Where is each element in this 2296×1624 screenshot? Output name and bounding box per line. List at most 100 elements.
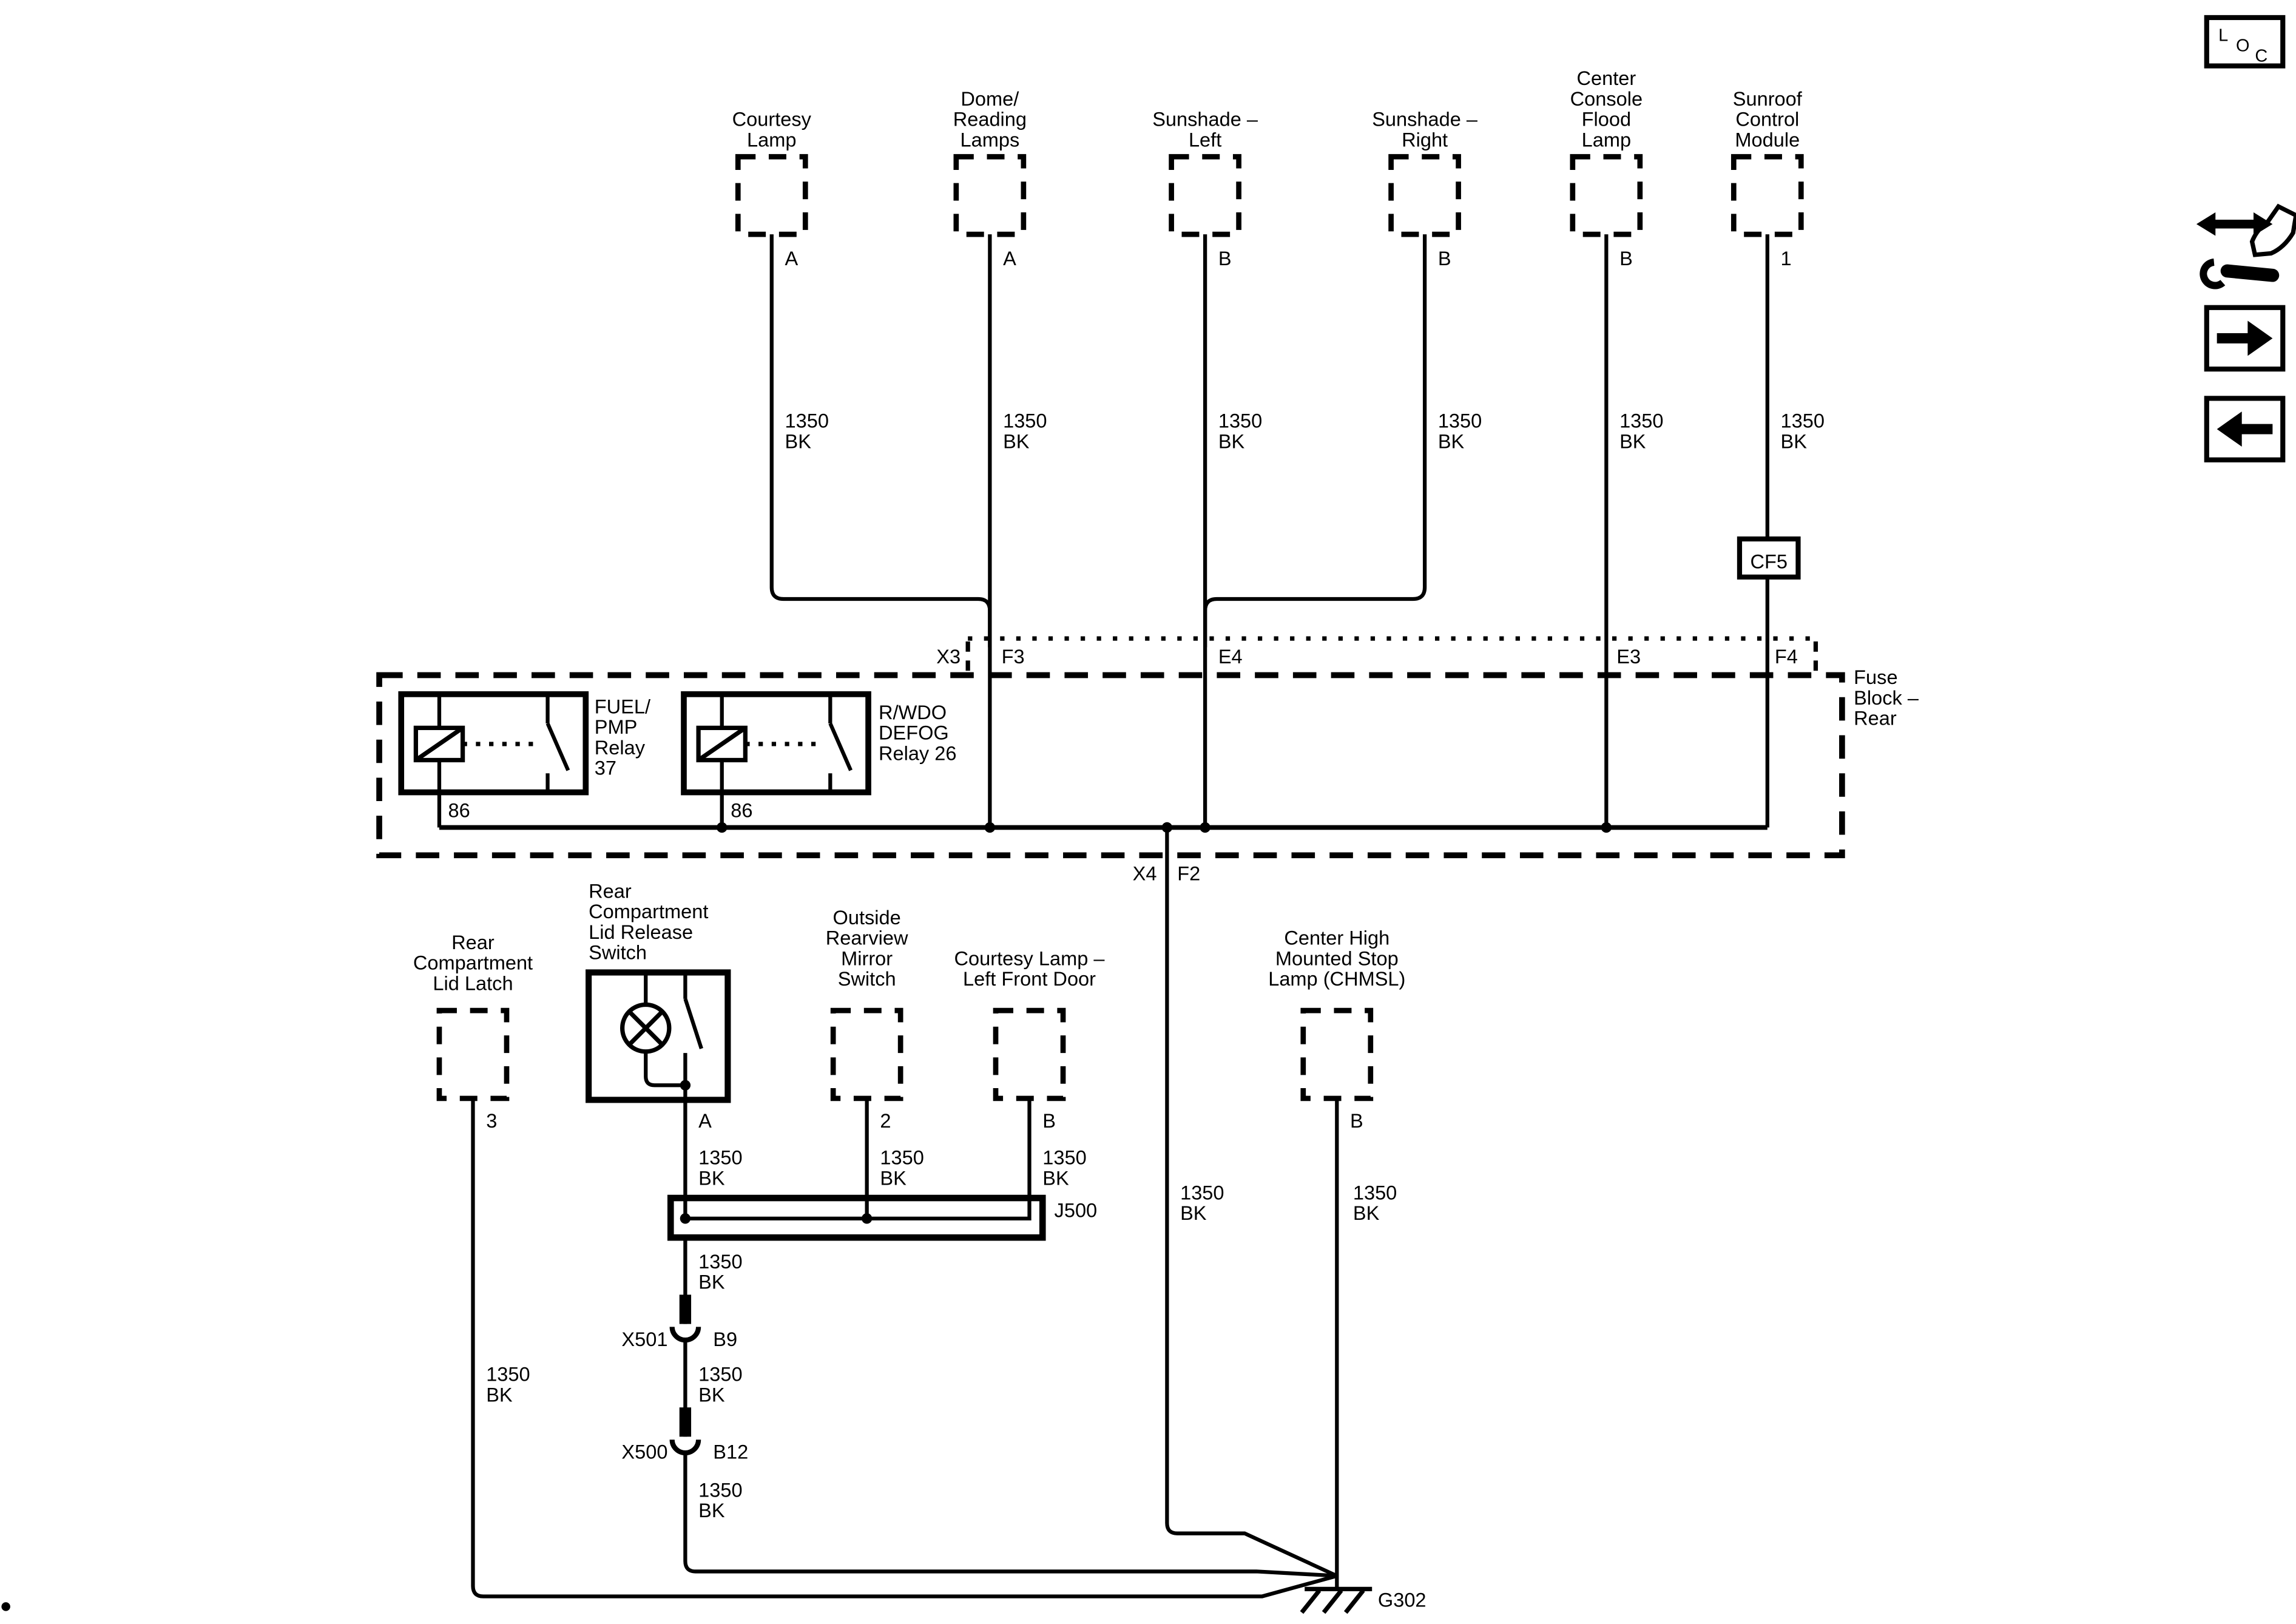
x500-pin-label: B12 [713, 1441, 748, 1463]
forward-button-border [2204, 305, 2286, 372]
sunshade-left-pin: B [1218, 248, 1232, 269]
relay-fuel-pmp-37 [398, 691, 589, 828]
forward-arrow-icon [2217, 320, 2273, 356]
lid-release-switch-box [586, 969, 731, 1103]
lid-release-pin: A [698, 1110, 712, 1132]
release-lamp-branch [644, 1051, 686, 1088]
x501-pin-label: B9 [713, 1328, 737, 1350]
courtesy-lf-pin: B [1042, 1110, 1056, 1132]
courtesy-lf-door-label: Courtesy Lamp –Left Front Door [954, 947, 1106, 990]
courtesy-lf-door-box [993, 1007, 1066, 1101]
junction-dot [717, 822, 728, 833]
pin-f2-label: F2 [1177, 862, 1200, 884]
connector-strip-dividers [965, 641, 1818, 674]
center-console-flood-lamp-box [1570, 154, 1643, 237]
lamp-x [628, 1010, 664, 1046]
relay2-contact [828, 694, 853, 793]
sunshade-right-label: Sunshade –Right [1372, 109, 1478, 151]
sunshade-right-pin: B [1438, 248, 1451, 269]
pin-e3-label: E3 [1616, 646, 1641, 668]
lid-latch-pin: 3 [486, 1110, 497, 1132]
wrench-handle [2220, 264, 2280, 282]
relay2-box [681, 691, 871, 796]
relay-rwdo-pin86: 86 [731, 800, 752, 822]
junction-dot [861, 1213, 873, 1224]
double-arrow-glyph [2196, 212, 2273, 236]
loc-button-border [2204, 15, 2286, 69]
connector-x3-label: X3 [936, 646, 961, 668]
forward-button[interactable] [2204, 305, 2286, 372]
x500-female-terminal [669, 1439, 701, 1456]
dome-reading-lamps-box [953, 154, 1027, 237]
pin-f3-label: F3 [1002, 646, 1025, 668]
loc-letter-c: C [2255, 46, 2267, 66]
lid-latch-ground-wire [471, 1098, 1338, 1599]
wire-x500-to-ground [683, 1452, 1337, 1578]
hand-outline [2249, 203, 2296, 257]
cf5-label: CF5 [1750, 550, 1788, 572]
rear-lid-latch-box [436, 1007, 510, 1101]
sunshade-right-box [1388, 154, 1461, 237]
mirror-switch-box [830, 1007, 903, 1101]
relay2-coil-slash [697, 726, 747, 762]
x4-f2-ground-wire [1165, 827, 1338, 1578]
sunroof-pin: 1 [1781, 248, 1792, 269]
sunshade-left-label: Sunshade –Left [1152, 109, 1258, 151]
x500-label: X500 [621, 1441, 667, 1463]
pin-f4-label: F4 [1775, 646, 1798, 668]
sunroof-control-module-box [1730, 154, 1804, 237]
j500-box [667, 1194, 1046, 1241]
dome-reading-pin: A [1003, 248, 1016, 269]
back-arrow-icon [2217, 411, 2273, 447]
back-button[interactable] [2204, 396, 2286, 462]
sunshade-left-box [1169, 154, 1241, 237]
junction-dot [1200, 822, 1210, 833]
ground-g302-symbol [1300, 1586, 1373, 1614]
ground-slashes [1300, 1589, 1365, 1614]
junction-dot [680, 1080, 691, 1091]
courtesy-lamp-pin: A [785, 248, 799, 269]
sunshade-right-wire [1203, 234, 1427, 648]
stray-mark [1, 1602, 10, 1611]
connector-x4-label: X4 [1133, 862, 1157, 884]
x501-label: X501 [621, 1328, 667, 1350]
fuse-block-rear-outline [376, 672, 1845, 859]
g302-label: G302 [1378, 1589, 1427, 1611]
loc-button[interactable] [2204, 15, 2286, 69]
junction-dot [984, 822, 996, 833]
center-console-pin: B [1619, 248, 1633, 269]
release-contact [683, 972, 703, 1100]
pin-e4-label: E4 [1218, 646, 1243, 668]
loc-letter-l: L [2218, 26, 2228, 46]
relay-rwdo-defog-26 [681, 691, 871, 828]
cf5-connector-box [1737, 536, 1801, 580]
relay1-box [398, 691, 589, 796]
j500-splice-pack [667, 1194, 1046, 1241]
j500-label: J500 [1055, 1199, 1098, 1221]
relay-fuel-pmp-pin86: 86 [448, 800, 470, 822]
adjust-wrench-icon[interactable] [2196, 203, 2296, 289]
chmsl-box [1300, 1007, 1374, 1101]
